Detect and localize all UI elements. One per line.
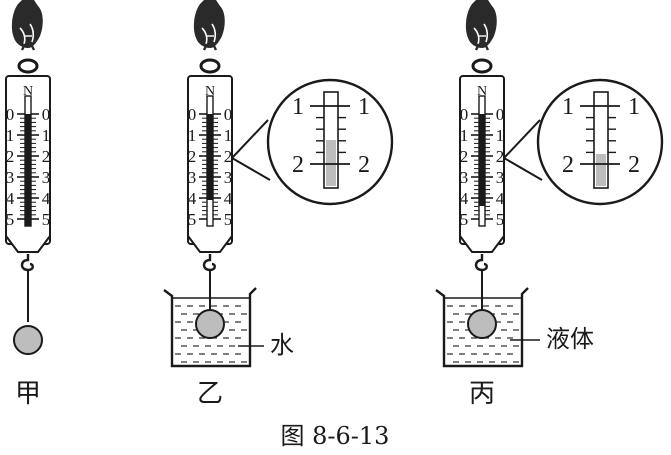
scale-number-right: 4: [496, 189, 505, 208]
scale-hook: [20, 252, 34, 272]
magnifier-number-right: 2: [358, 152, 370, 178]
scale-number-left: 2: [6, 147, 15, 166]
liquid-label: 水: [270, 331, 294, 359]
magnifier-number-right: 1: [628, 94, 640, 120]
magnifier-number-left: 1: [292, 94, 304, 120]
scale-number-left: 3: [6, 168, 15, 187]
scale-number-left: 0: [460, 105, 469, 124]
hand-icon: [464, 0, 498, 52]
spring-indicator: [25, 114, 31, 226]
scale-number-left: 1: [460, 126, 469, 145]
magnifier-number-right: 2: [628, 152, 640, 178]
hand-icon: [10, 0, 44, 52]
hand-icon: [192, 0, 226, 52]
figure-caption: 图 8-6-13: [281, 422, 390, 450]
scale-number-left: 5: [460, 210, 469, 229]
scale-number-left: 4: [6, 189, 15, 208]
setup-yi: N 0 0 1 1 2 2 3 3 4 4 5 5 水 1 1 2 2: [163, 0, 394, 409]
scale-number-left: 3: [460, 168, 469, 187]
scale-hook: [474, 252, 488, 272]
scale-top-ring: [471, 58, 493, 74]
scale-number-right: 3: [224, 168, 233, 187]
scale-top-ring: [199, 58, 221, 74]
scale-number-left: 0: [188, 105, 197, 124]
scale-number-right: 1: [224, 126, 233, 145]
scale-number-left: 1: [6, 126, 15, 145]
scale-number-left: 5: [6, 210, 15, 229]
magnified-indicator: [326, 140, 336, 186]
setup-label: 甲: [15, 379, 41, 409]
scale-number-right: 5: [42, 210, 51, 229]
setup-jia: N 0 0 1 1 2 2 3 3 4 4 5 5 甲: [5, 0, 51, 409]
scale-number-left: 2: [460, 147, 469, 166]
scale-number-right: 4: [42, 189, 51, 208]
scale-number-left: 4: [188, 189, 197, 208]
scale-top-ring: [17, 58, 39, 74]
magnifier-number-left: 2: [562, 152, 574, 178]
scale-number-right: 1: [496, 126, 505, 145]
magnifier-callout: 1 1 2 2: [231, 78, 394, 206]
liquid-label: 液体: [546, 325, 594, 353]
scale-number-left: 2: [188, 147, 197, 166]
spring-indicator: [207, 114, 213, 200]
unit-label: N: [477, 84, 487, 99]
scale-number-right: 0: [224, 105, 233, 124]
unit-label: N: [23, 84, 33, 99]
scale-number-right: 5: [224, 210, 233, 229]
magnifier-number-left: 2: [292, 152, 304, 178]
scale-number-right: 5: [496, 210, 505, 229]
scale-number-right: 1: [42, 126, 51, 145]
magnified-indicator: [596, 154, 606, 186]
scale-hook: [202, 252, 216, 272]
scale-number-right: 4: [224, 189, 233, 208]
scale-number-right: 2: [42, 147, 51, 166]
setup-bing: N 0 0 1 1 2 2 3 3 4 4 5 5 液体 1 1 2 2 丙: [435, 0, 664, 409]
scale-number-left: 5: [188, 210, 197, 229]
spring-indicator: [479, 114, 485, 206]
scale-number-right: 3: [496, 168, 505, 187]
scale-number-right: 2: [496, 147, 505, 166]
scale-number-left: 0: [6, 105, 15, 124]
scale-number-right: 2: [224, 147, 233, 166]
metal-ball: [13, 325, 43, 355]
scale-number-right: 3: [42, 168, 51, 187]
magnifier-number-right: 1: [358, 94, 370, 120]
scale-number-left: 4: [460, 189, 469, 208]
scale-number-left: 3: [188, 168, 197, 187]
magnifier-callout: 1 1 2 2: [503, 78, 664, 206]
setup-label: 乙: [197, 379, 223, 409]
setup-label: 丙: [469, 379, 495, 409]
unit-label: N: [205, 84, 215, 99]
scale-number-right: 0: [42, 105, 51, 124]
scale-number-right: 0: [496, 105, 505, 124]
metal-ball-submerged: [195, 309, 225, 339]
scale-number-left: 1: [188, 126, 197, 145]
metal-ball-submerged: [467, 309, 497, 339]
magnifier-number-left: 1: [562, 94, 574, 120]
